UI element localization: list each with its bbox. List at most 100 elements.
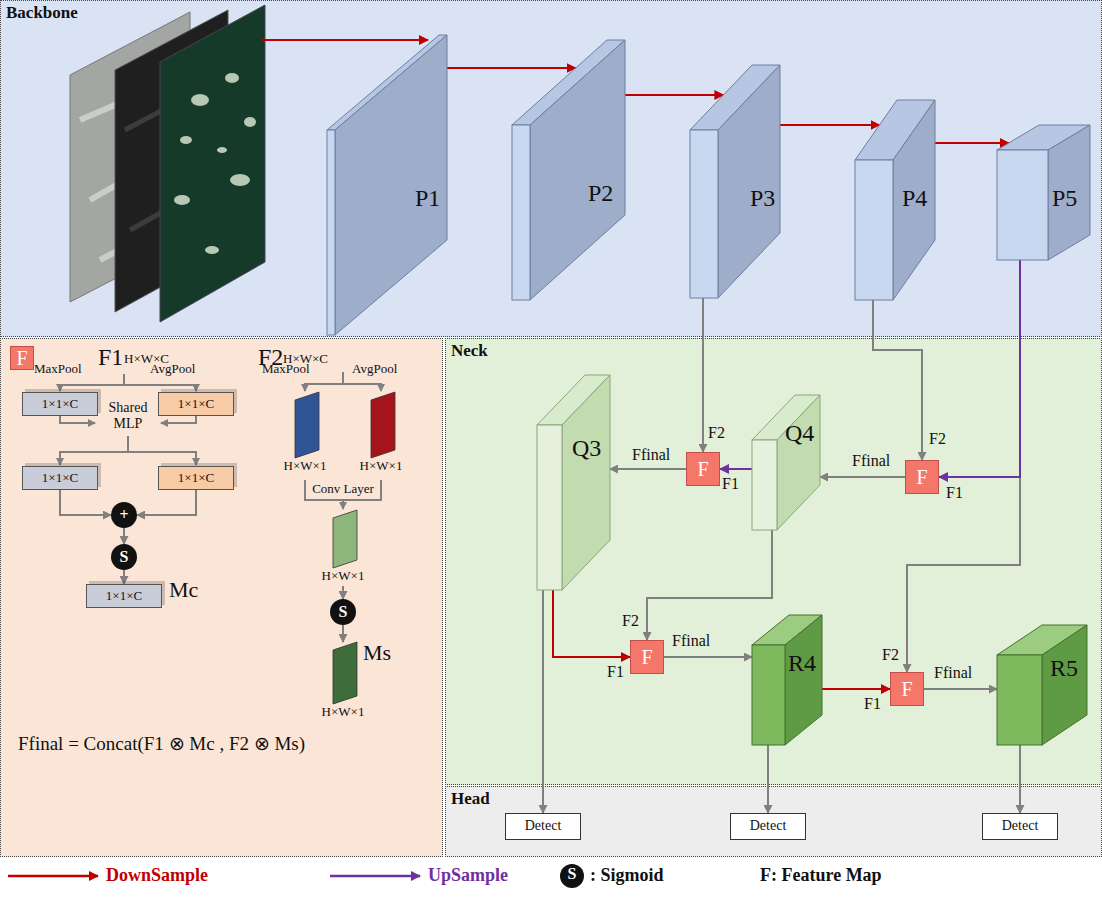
connector (342, 586, 344, 599)
connector (873, 300, 922, 460)
fusion-box: F (686, 452, 720, 486)
attention-map: H×W×1 (351, 392, 411, 476)
feature-map: R4 (752, 615, 822, 745)
panel-title: Neck (451, 341, 488, 361)
wire (128, 452, 196, 465)
spot (230, 174, 250, 186)
map-size: H×W×1 (275, 459, 335, 474)
slab-front (752, 440, 777, 530)
connector (553, 590, 630, 657)
vector-box: 1×1×C (158, 392, 234, 416)
legend-text: UpSample (428, 865, 508, 886)
connector (767, 745, 769, 813)
label: F2 (929, 430, 946, 448)
connector (702, 298, 704, 452)
vector-box: 1×1×CMc (86, 584, 162, 608)
detect-label: Detect (750, 818, 787, 834)
vector-box: 1×1×C (22, 392, 98, 416)
wire (161, 416, 196, 423)
feature-map-name: P2 (588, 180, 613, 208)
vector-box: 1×1×C (22, 466, 98, 490)
label: Ffinal (934, 664, 972, 682)
connector (1019, 745, 1021, 813)
connector (342, 625, 344, 642)
vector-size: 1×1×C (42, 397, 78, 412)
fusion-box: F (890, 672, 924, 706)
connector (780, 124, 880, 126)
fusion-label: F (697, 458, 708, 481)
feature-map: Q3 (537, 375, 610, 590)
input-image (160, 5, 265, 322)
vector-box: 1×1×C (158, 466, 234, 490)
slab-front (997, 150, 1048, 260)
wire (60, 416, 95, 423)
slab-shape (512, 40, 625, 300)
vector-size: 1×1×C (42, 471, 78, 486)
plane-face (333, 510, 357, 568)
connector (625, 94, 723, 96)
fusion-box: F (905, 460, 939, 494)
slab-side (718, 65, 780, 298)
connector (664, 656, 752, 658)
feature-map-name: R5 (1050, 655, 1078, 683)
spot (217, 147, 227, 153)
slab-front (512, 125, 530, 300)
detect-label: Detect (525, 818, 562, 834)
detect-box: Detect (505, 813, 581, 840)
operator-circle: S (330, 599, 356, 625)
label: F1 (98, 344, 123, 372)
spot (180, 136, 192, 144)
legend-downsample-arrow (8, 875, 98, 878)
wire (342, 500, 344, 509)
fusion-label: F (641, 646, 652, 669)
feature-map-name: Q4 (785, 420, 814, 448)
connector (822, 688, 890, 690)
spot (174, 195, 190, 205)
label: Ffinal = Concat(F1 ⊗ Mc , F2 ⊗ Ms) (18, 733, 305, 755)
label: MaxPool (262, 362, 310, 377)
slab-shape (537, 375, 610, 590)
label: AvgPool (352, 362, 397, 377)
attention-map: H×W×1 (275, 392, 335, 476)
legend-upsample-arrow (330, 875, 420, 878)
slab-front (327, 130, 335, 335)
slab-front (690, 130, 718, 298)
legend-sigmoid-symbol (560, 864, 584, 888)
connector (907, 260, 1020, 672)
plane-face (295, 392, 319, 458)
detect-box: Detect (982, 813, 1058, 840)
feature-map-name: R4 (788, 650, 816, 678)
legend-text: DownSample (106, 865, 208, 886)
connector (542, 590, 544, 813)
label: F2 (622, 612, 639, 630)
label: Ffinal (672, 632, 710, 650)
feature-map: P4 (855, 100, 935, 300)
slab-front (537, 425, 562, 590)
map-size: H×W×1 (313, 705, 373, 720)
vector-size: 1×1×C (106, 589, 142, 604)
fusion-label: F (16, 347, 27, 370)
map-name: Ms (363, 640, 391, 665)
label: F1 (864, 695, 881, 713)
label: F1 (946, 484, 963, 502)
legend-text: F: Feature Map (760, 865, 882, 886)
label: Conv Layer (306, 482, 380, 497)
wire (305, 480, 381, 500)
connector (610, 468, 686, 470)
operator-symbol: S (120, 548, 129, 566)
plane-shape (275, 392, 335, 458)
slab-front (997, 655, 1042, 745)
label: Ffinal (632, 446, 670, 464)
plane-face (333, 642, 357, 704)
feature-map: P5 (997, 125, 1090, 260)
feature-map-name: P4 (902, 185, 927, 213)
connector (123, 570, 125, 584)
wire (60, 436, 128, 465)
label: Shared MLP (100, 400, 156, 432)
feature-map: R5 (997, 625, 1087, 745)
circle-fill (111, 544, 137, 570)
plane-shape (351, 392, 411, 458)
slab-shape (752, 395, 820, 530)
label: AvgPool (150, 362, 195, 377)
